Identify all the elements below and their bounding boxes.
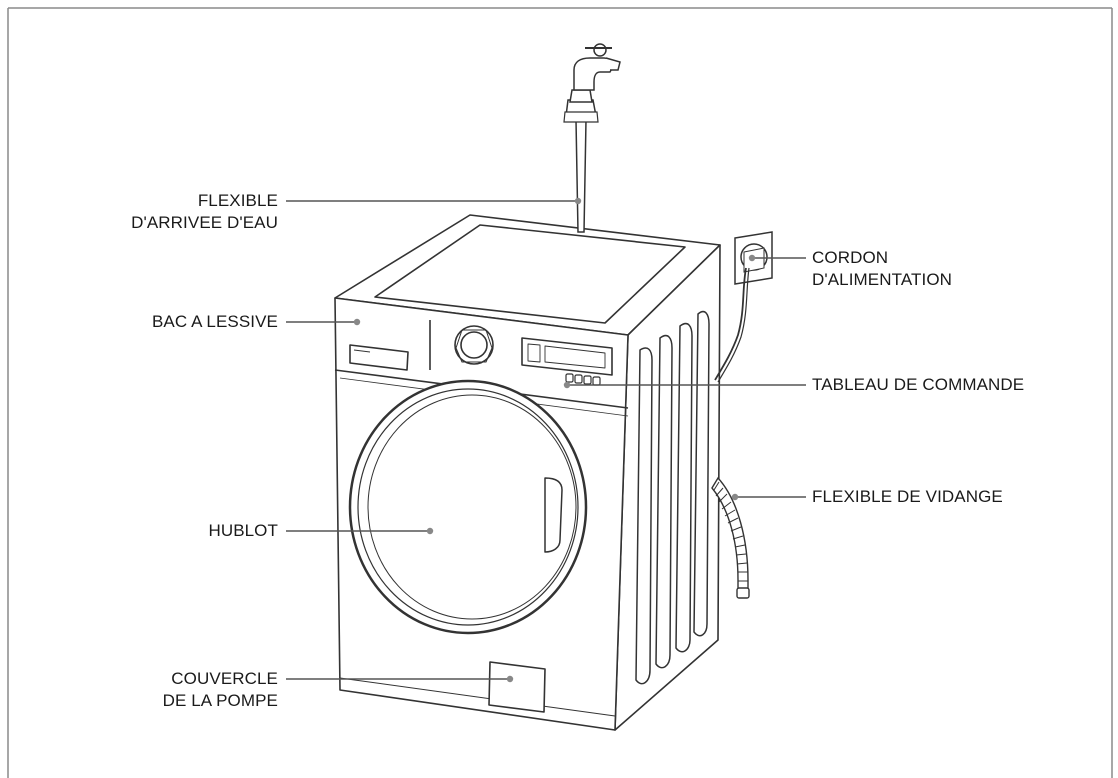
detergent-drawer <box>349 344 409 371</box>
label-line: CORDON <box>812 248 889 267</box>
label-tableau-commande: TABLEAU DE COMMANDE <box>812 374 1102 396</box>
drain-hose <box>711 476 750 599</box>
power-cord <box>714 231 773 383</box>
label-line: DE LA POMPE <box>162 691 278 710</box>
label-line: D'ARRIVEE D'EAU <box>131 213 278 232</box>
leader-dots <box>353 197 756 683</box>
label-line: COUVERCLE <box>171 669 278 688</box>
label-flexible-vidange: FLEXIBLE DE VIDANGE <box>812 486 1102 508</box>
label-couvercle-pompe: COUVERCLE DE LA POMPE <box>80 668 278 712</box>
display-panel <box>521 337 613 376</box>
label-line: BAC A LESSIVE <box>151 312 278 331</box>
program-dial <box>454 325 494 365</box>
label-line: FLEXIBLE <box>197 191 278 210</box>
label-bac-lessive: BAC A LESSIVE <box>80 311 278 333</box>
inlet-hose <box>563 43 621 233</box>
washing-machine <box>334 214 721 731</box>
label-line: HUBLOT <box>208 521 278 540</box>
label-hublot: HUBLOT <box>80 520 278 542</box>
pump-cover <box>488 661 546 713</box>
side-ribs <box>635 310 710 685</box>
leader-lines <box>286 200 806 680</box>
label-line: TABLEAU DE COMMANDE <box>812 375 1025 394</box>
label-line: FLEXIBLE DE VIDANGE <box>812 487 1003 506</box>
control-buttons <box>565 373 601 386</box>
machine-top-inset <box>374 224 686 324</box>
label-flexible-arrivee-eau: FLEXIBLE D'ARRIVEE D'EAU <box>80 190 278 234</box>
label-line: D'ALIMENTATION <box>812 270 953 289</box>
water-tap-icon <box>573 57 613 91</box>
porthole-door <box>348 379 588 635</box>
label-cordon-alimentation: CORDON D'ALIMENTATION <box>812 247 1062 291</box>
page-border <box>7 7 1113 778</box>
